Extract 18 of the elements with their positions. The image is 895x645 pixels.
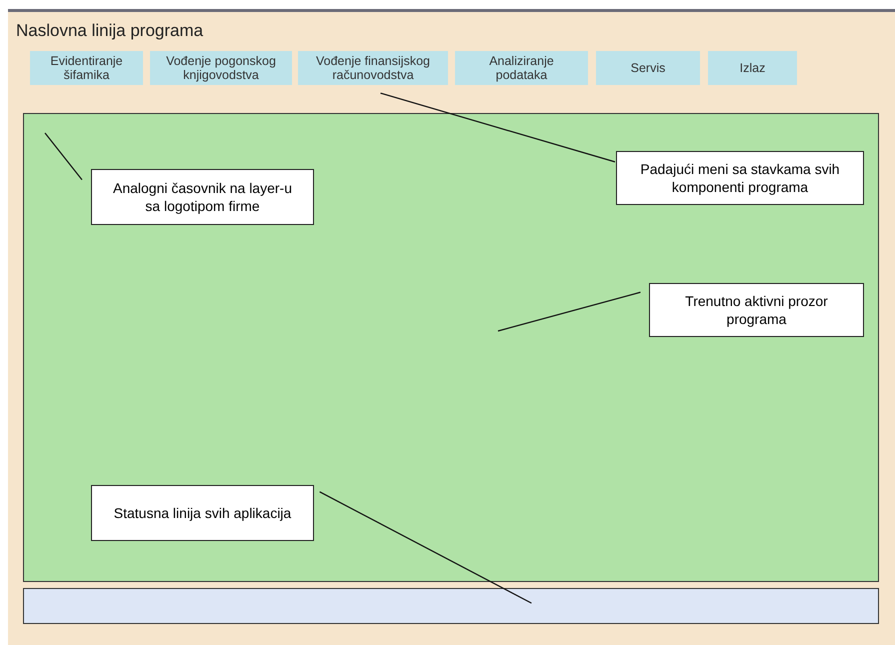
title-text: Naslovna linija programa	[16, 21, 204, 41]
window-frame	[8, 12, 895, 645]
callout-box: Analogni časovnik na layer-u sa logotipom firme	[91, 169, 314, 225]
leader-line	[498, 292, 641, 332]
leader-line	[44, 132, 82, 180]
callout-box: Statusna linija svih aplikacija	[91, 485, 314, 541]
status-bar	[23, 588, 879, 624]
callout-box: Padajući meni sa stavkama svih komponenti programa	[616, 151, 864, 205]
menu-item: Servis	[596, 51, 700, 85]
menu-item: Evidentiranje šifamika	[30, 51, 143, 85]
menu-item: Vođenje finansijskog računovodstva	[298, 51, 448, 85]
leader-line	[319, 491, 532, 604]
active-window-area	[23, 113, 879, 582]
menu-item: Analiziranje podataka	[455, 51, 588, 85]
leader-line	[380, 92, 616, 162]
menu-item: Vođenje pogonskog knjigovodstva	[150, 51, 292, 85]
menu-item: Izlaz	[708, 51, 797, 85]
callout-box: Trenutno aktivni prozor programa	[649, 283, 864, 337]
